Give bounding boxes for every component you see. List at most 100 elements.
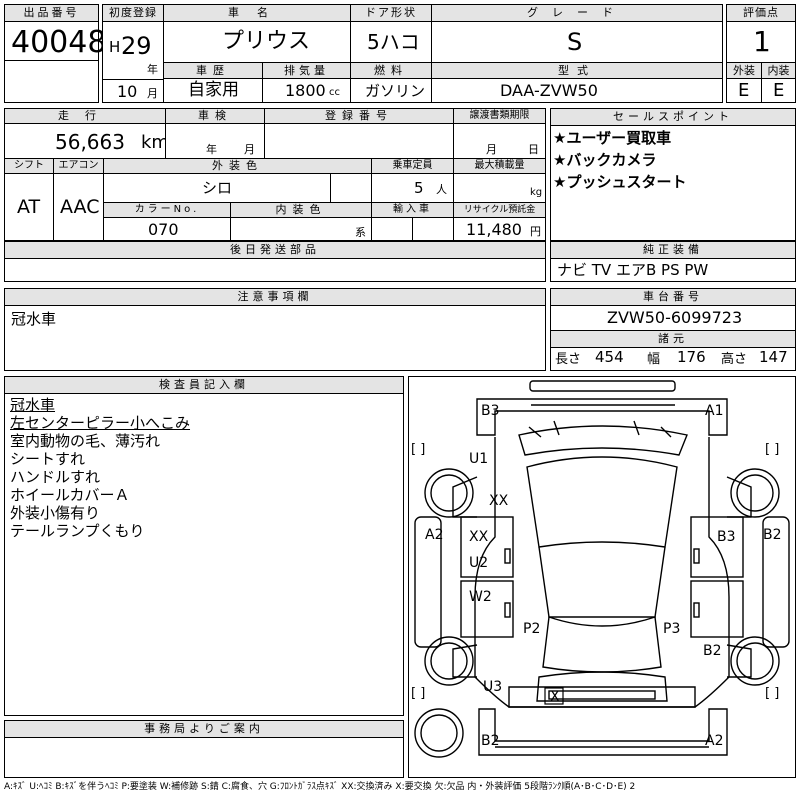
- mark-u3: U3: [483, 679, 502, 695]
- mileage: 56,663: [55, 130, 125, 154]
- inspector-line: 外装小傷有り: [10, 504, 101, 522]
- inspector-box: 検査員記入欄 冠水車 左センターピラー小へこみ 室内動物の毛、薄汚れ シートすれ…: [4, 376, 404, 716]
- legend: A:ｷｽﾞ U:ﾍｺﾐ B:ｷｽﾞを伴うﾍｺﾐ P:要塗装 W:補修跡 S:錆 …: [4, 782, 636, 792]
- mark-b2-rightrear: B2: [703, 643, 722, 659]
- int-score-cell: E: [761, 78, 796, 103]
- mileage-label: 走行: [4, 108, 166, 124]
- model-code: DAA-ZVW50: [500, 81, 598, 100]
- ext-color-label: 外装色: [103, 158, 372, 174]
- dims-title: 諸元: [551, 330, 795, 348]
- inspection-label: 車検: [165, 108, 265, 124]
- seats-cell: 5 人: [371, 173, 454, 203]
- model-cell: DAA-ZVW50: [431, 78, 723, 103]
- ext-color-cell: シロ: [103, 173, 331, 203]
- load-label: 最大積載量: [453, 158, 546, 174]
- inspector-line: ホイールカバーＡ: [10, 486, 130, 504]
- inspector-line: 室内動物の毛、薄汚れ: [10, 432, 161, 450]
- dims-width-label: 幅: [647, 352, 661, 367]
- inspector-line: テールランプくもり: [10, 522, 145, 540]
- inspector-lines: 冠水車 左センターピラー小へこみ 室内動物の毛、薄汚れ シートすれ ハンドルすれ…: [10, 396, 190, 540]
- wheel-rear-right: [730, 636, 780, 686]
- seats-label: 乗車定員: [371, 158, 454, 174]
- bracket-right-front: [ ]: [765, 442, 779, 457]
- rear-glass: [536, 671, 668, 702]
- dims-length: 454: [595, 348, 624, 366]
- score-label: 評価点: [726, 4, 796, 22]
- mark-a1-top: A1: [705, 403, 723, 419]
- bracket-right-rear: [ ]: [765, 686, 779, 701]
- right-rear-door: [690, 580, 744, 638]
- score: 1: [753, 25, 771, 58]
- sales-point-1: ★ユーザー買取車: [553, 129, 672, 147]
- mark-w2: W2: [469, 589, 492, 605]
- lot-number-label: 出品番号: [4, 4, 99, 22]
- later-parts-box: 後日発送部品: [4, 241, 546, 282]
- int-score: E: [773, 80, 785, 101]
- mark-xx-hood: XX: [489, 493, 509, 509]
- mileage-cell: 56,663 km: [4, 123, 169, 159]
- doors-label: ドア形状: [350, 4, 432, 22]
- mark-u1: U1: [469, 451, 488, 467]
- inspector-line: 冠水車: [10, 396, 56, 414]
- mileage-unit: km: [141, 132, 169, 153]
- import-label: 輸入車: [371, 202, 454, 218]
- wheel-rear-left: [424, 636, 474, 686]
- recycle: 11,480: [466, 220, 522, 239]
- genuine-equipment-title: 純正装備: [551, 242, 795, 259]
- bracket-left-front: [ ]: [411, 442, 425, 457]
- mark-xx-door: XX: [469, 529, 489, 545]
- right-front-door: [690, 516, 744, 578]
- bracket-left-rear: [ ]: [411, 686, 425, 701]
- load-cell: kg: [453, 173, 546, 203]
- reg-year: 29: [121, 32, 152, 60]
- reg-number-label: 登録番号: [264, 108, 454, 124]
- mark-a2-left: A2: [425, 527, 443, 543]
- history-label: 車歴: [163, 62, 263, 79]
- import-cell: [371, 217, 413, 241]
- disp-label: 排気量: [262, 62, 351, 79]
- left-front-door: [460, 516, 514, 578]
- score-cell: 1: [726, 21, 796, 63]
- car-diagram-box: [ ] [ ] [ ] [ ] B3 A1 U1 XX A2 XX U2 W2 …: [408, 376, 796, 778]
- reg-number-cell: [264, 123, 454, 159]
- genuine-equipment-box: 純正装備 ナビ TV エアB PS PW: [550, 241, 796, 282]
- reg-month: 10: [117, 82, 138, 101]
- dims-height: 147: [759, 348, 788, 366]
- load-unit: kg: [530, 187, 543, 198]
- sales-point-3: ★プッシュスタート: [553, 173, 687, 191]
- first-reg-label: 初度登録: [102, 4, 164, 22]
- reg-year-unit: 年: [147, 63, 158, 76]
- doors-cell: 5ハコ: [350, 21, 432, 63]
- front-bumper-strip: [529, 380, 676, 392]
- int-color-unit: 系: [355, 226, 366, 239]
- ext-color: シロ: [202, 179, 233, 197]
- color-no: 070: [148, 220, 179, 239]
- car-name-label: 車名: [163, 4, 351, 22]
- ext-score-cell: E: [726, 78, 762, 103]
- transfer-month-unit: 月: [486, 143, 497, 156]
- ext-color-extra-cell: [330, 173, 372, 203]
- car-name-cell: プリウス: [163, 21, 351, 63]
- ext-score: E: [738, 80, 750, 101]
- chassis-number: ZVW50-6099723: [607, 308, 743, 327]
- reg-month-unit: 月: [147, 87, 158, 100]
- spare-wheel: [414, 708, 464, 758]
- dims-height-label: 高さ: [721, 352, 748, 367]
- mark-b3-right: B3: [717, 529, 736, 545]
- windshield: [518, 425, 688, 456]
- recycle-unit: 円: [530, 225, 541, 238]
- mark-x-rear: X: [550, 689, 560, 705]
- grade-label: グレード: [431, 4, 723, 22]
- sales-point-2: ★バックカメラ: [553, 151, 657, 169]
- fuel-cell: ガソリン: [350, 78, 432, 103]
- seats: 5: [414, 179, 424, 197]
- lot-blank-cell: [4, 60, 99, 103]
- inspector-line: ハンドルすれ: [10, 468, 101, 486]
- shift-cell: AT: [4, 173, 54, 241]
- dims-length-label: 長さ: [555, 352, 582, 367]
- chassis-title: 車台番号: [551, 289, 795, 306]
- office-title: 事務局よりご案内: [5, 721, 403, 738]
- ac-label: エアコン: [53, 158, 104, 174]
- mark-b2-bottom: B2: [481, 733, 500, 749]
- sales-points-box: セールスポイント ★ユーザー買取車 ★バックカメラ ★プッシュスタート: [550, 108, 796, 241]
